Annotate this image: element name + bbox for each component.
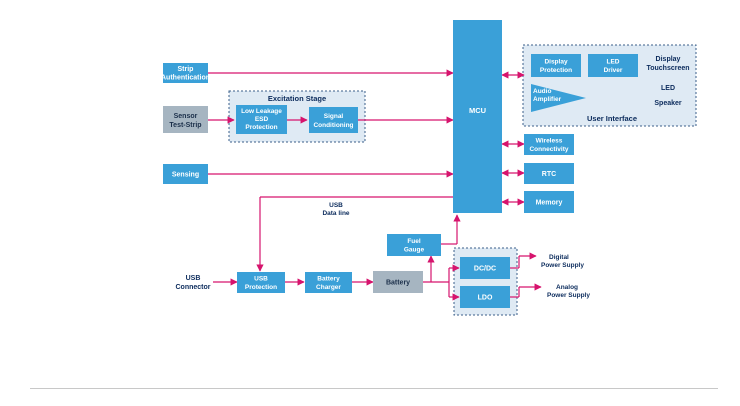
svg-text:LED: LED: [607, 59, 620, 66]
display-touchscreen-label: Display: [656, 56, 681, 63]
svg-text:Battery: Battery: [386, 280, 410, 287]
svg-text:Protection: Protection: [540, 67, 572, 74]
connectors: [208, 69, 542, 301]
svg-text:Charger: Charger: [316, 284, 341, 291]
svg-text:Connector: Connector: [176, 284, 211, 291]
svg-text:Sensor: Sensor: [174, 113, 198, 120]
svg-text:MCU: MCU: [469, 106, 486, 115]
svg-text:RTC: RTC: [542, 171, 556, 178]
svg-text:Gauge: Gauge: [404, 247, 425, 254]
svg-text:Analog: Analog: [556, 284, 578, 291]
display-protection-block: Display Protection: [531, 54, 581, 77]
svg-text:Low Leakage: Low Leakage: [241, 108, 282, 115]
usb-connector-label: USB Connector: [176, 275, 211, 291]
user-interface-label: User Interface: [587, 114, 637, 123]
svg-text:Connectivity: Connectivity: [529, 146, 568, 153]
sensing-block: Sensing: [163, 164, 208, 184]
memory-block: Memory: [524, 191, 574, 213]
strip-authentication-block: Strip Authentication: [161, 63, 210, 83]
svg-text:Digital: Digital: [549, 254, 569, 261]
speaker-label: Speaker: [654, 100, 682, 107]
fuel-gauge-block: Fuel Gauge: [387, 234, 441, 256]
led-driver-block: LED Driver: [588, 54, 638, 77]
svg-text:Display: Display: [544, 59, 568, 66]
led-label: LED: [661, 85, 675, 92]
usb-data-line-label: USB Data line: [322, 202, 349, 217]
dcdc-block: DC/DC: [460, 257, 510, 279]
svg-text:LDO: LDO: [478, 295, 493, 302]
ldo-block: LDO: [460, 286, 510, 308]
svg-text:Wireless: Wireless: [536, 138, 563, 145]
low-leakage-esd-block: Low Leakage ESD Protection: [236, 105, 287, 134]
svg-text:Amplifier: Amplifier: [533, 96, 562, 103]
battery-charger-block: Battery Charger: [305, 272, 352, 293]
svg-text:DC/DC: DC/DC: [474, 266, 496, 273]
svg-text:Conditioning: Conditioning: [313, 122, 353, 129]
svg-text:USB: USB: [329, 202, 343, 209]
svg-text:Memory: Memory: [536, 200, 563, 207]
svg-text:Power Supply: Power Supply: [547, 292, 590, 299]
svg-text:USB: USB: [254, 276, 268, 283]
svg-text:Sensing: Sensing: [172, 172, 199, 179]
svg-text:Protection: Protection: [245, 284, 277, 291]
audio-amplifier-block: Audio Amplifier: [531, 84, 586, 112]
display-touchscreen-label-2: Touchscreen: [646, 65, 689, 72]
svg-text:Data line: Data line: [322, 210, 349, 217]
signal-conditioning-block: Signal Conditioning: [309, 107, 358, 133]
sensor-test-strip-block: Sensor Test-Strip: [163, 106, 208, 133]
svg-text:Audio: Audio: [533, 88, 551, 95]
digital-power-supply-label: Digital Power Supply: [541, 254, 584, 269]
footer-divider: [30, 388, 718, 389]
svg-text:Signal: Signal: [324, 113, 344, 120]
svg-text:Test-Strip: Test-Strip: [169, 122, 201, 129]
usb-protection-block: USB Protection: [237, 272, 285, 293]
svg-text:Strip: Strip: [178, 66, 194, 73]
rtc-block: RTC: [524, 163, 574, 184]
svg-text:ESD: ESD: [255, 116, 269, 123]
svg-text:Power Supply: Power Supply: [541, 262, 584, 269]
wireless-connectivity-block: Wireless Connectivity: [524, 134, 574, 155]
svg-text:USB: USB: [186, 275, 201, 282]
svg-text:Battery: Battery: [317, 276, 340, 283]
battery-block: Battery: [373, 271, 423, 293]
excitation-stage-label: Excitation Stage: [268, 94, 326, 103]
ui-labels: Display Touchscreen LED Speaker: [646, 56, 689, 107]
svg-text:Protection: Protection: [245, 124, 277, 131]
svg-text:Authentication: Authentication: [161, 75, 210, 82]
analog-power-supply-label: Analog Power Supply: [547, 284, 590, 299]
svg-text:Fuel: Fuel: [407, 238, 421, 245]
mcu-block: MCU: [453, 20, 502, 213]
svg-text:Driver: Driver: [604, 67, 623, 74]
